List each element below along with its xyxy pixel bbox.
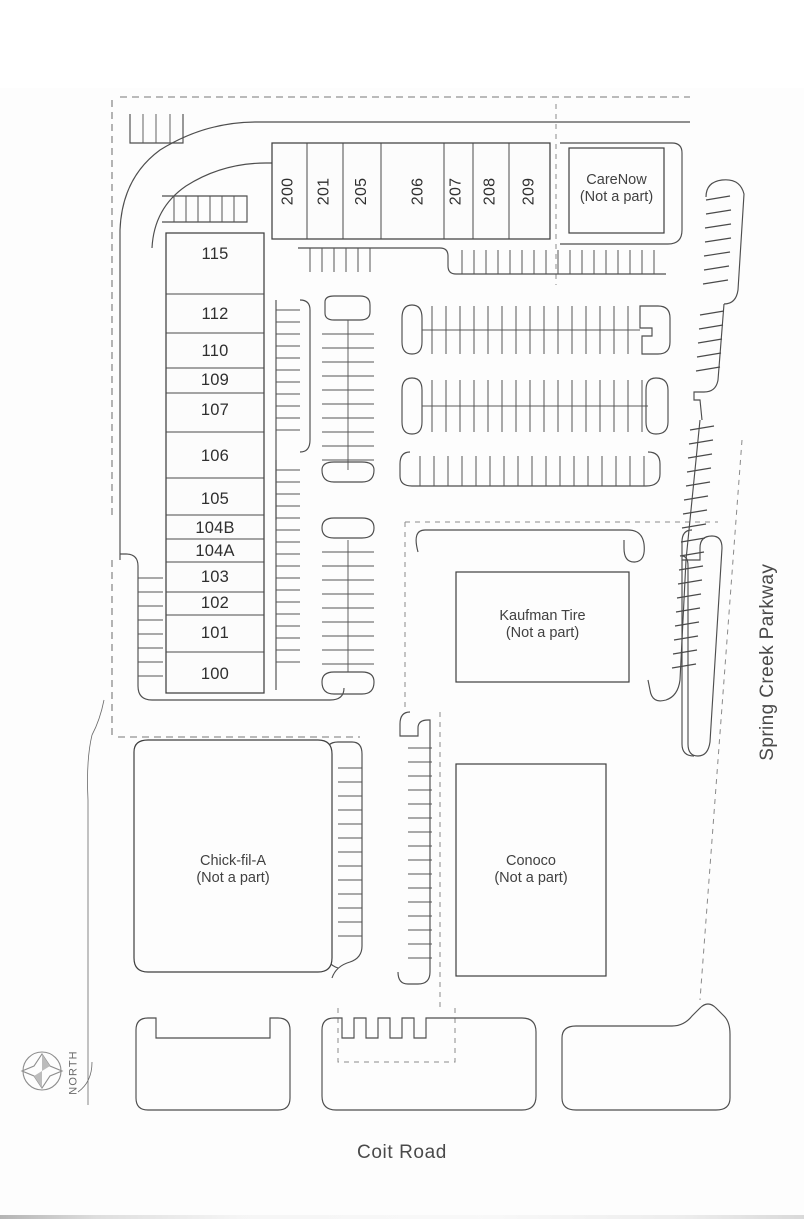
scan-edge-artifact <box>0 1215 804 1219</box>
unit-label-102[interactable]: 102 <box>200 594 230 612</box>
outparcel-conoco-note: (Not a part) <box>494 870 568 887</box>
unit-label-101[interactable]: 101 <box>200 624 230 642</box>
street-label-coit-road: Coit Road <box>357 1142 447 1163</box>
page-top-margin <box>0 0 804 88</box>
unit-label-115[interactable]: 115 <box>201 245 229 263</box>
unit-label-105[interactable]: 105 <box>200 490 230 508</box>
unit-label-201[interactable]: 201 <box>315 177 333 206</box>
outparcel-carenow-title: CareNow <box>586 172 647 188</box>
unit-label-107[interactable]: 107 <box>200 401 230 419</box>
unit-label-103[interactable]: 103 <box>200 568 230 586</box>
street-label-spring-creek-parkway: Spring Creek Parkway <box>756 563 778 761</box>
outparcel-kaufman-tire-title: Kaufman Tire <box>499 608 586 624</box>
compass-rose-graphic <box>20 1051 64 1091</box>
unit-label-104A[interactable]: 104A <box>195 542 235 560</box>
outparcel-conoco[interactable]: Conoco (Not a part) <box>456 853 606 887</box>
outparcel-chick-fil-a[interactable]: Chick-fil-A (Not a part) <box>134 853 332 887</box>
outparcel-carenow-note: (Not a part) <box>579 189 654 206</box>
unit-label-208[interactable]: 208 <box>481 177 499 206</box>
compass-north-label: NORTH <box>67 1050 80 1095</box>
outparcel-kaufman-tire[interactable]: Kaufman Tire (Not a part) <box>456 608 629 642</box>
outparcel-carenow[interactable]: CareNow (Not a part) <box>569 172 664 206</box>
unit-label-106[interactable]: 106 <box>200 447 230 465</box>
unit-label-207[interactable]: 207 <box>447 177 465 206</box>
outparcel-chick-fil-a-note: (Not a part) <box>196 870 270 887</box>
unit-label-206[interactable]: 206 <box>409 177 427 206</box>
unit-label-200[interactable]: 200 <box>279 177 297 206</box>
unit-label-205[interactable]: 205 <box>353 177 371 206</box>
unit-label-109[interactable]: 109 <box>200 371 230 389</box>
outparcel-kaufman-tire-note: (Not a part) <box>505 625 580 642</box>
unit-label-100[interactable]: 100 <box>200 665 230 683</box>
outparcel-conoco-title: Conoco <box>506 853 556 869</box>
unit-label-112[interactable]: 112 <box>201 305 229 323</box>
outparcel-chick-fil-a-title: Chick-fil-A <box>199 853 267 869</box>
unit-label-110[interactable]: 110 <box>201 342 229 360</box>
unit-label-209[interactable]: 209 <box>520 177 538 206</box>
unit-label-104B[interactable]: 104B <box>195 519 235 537</box>
